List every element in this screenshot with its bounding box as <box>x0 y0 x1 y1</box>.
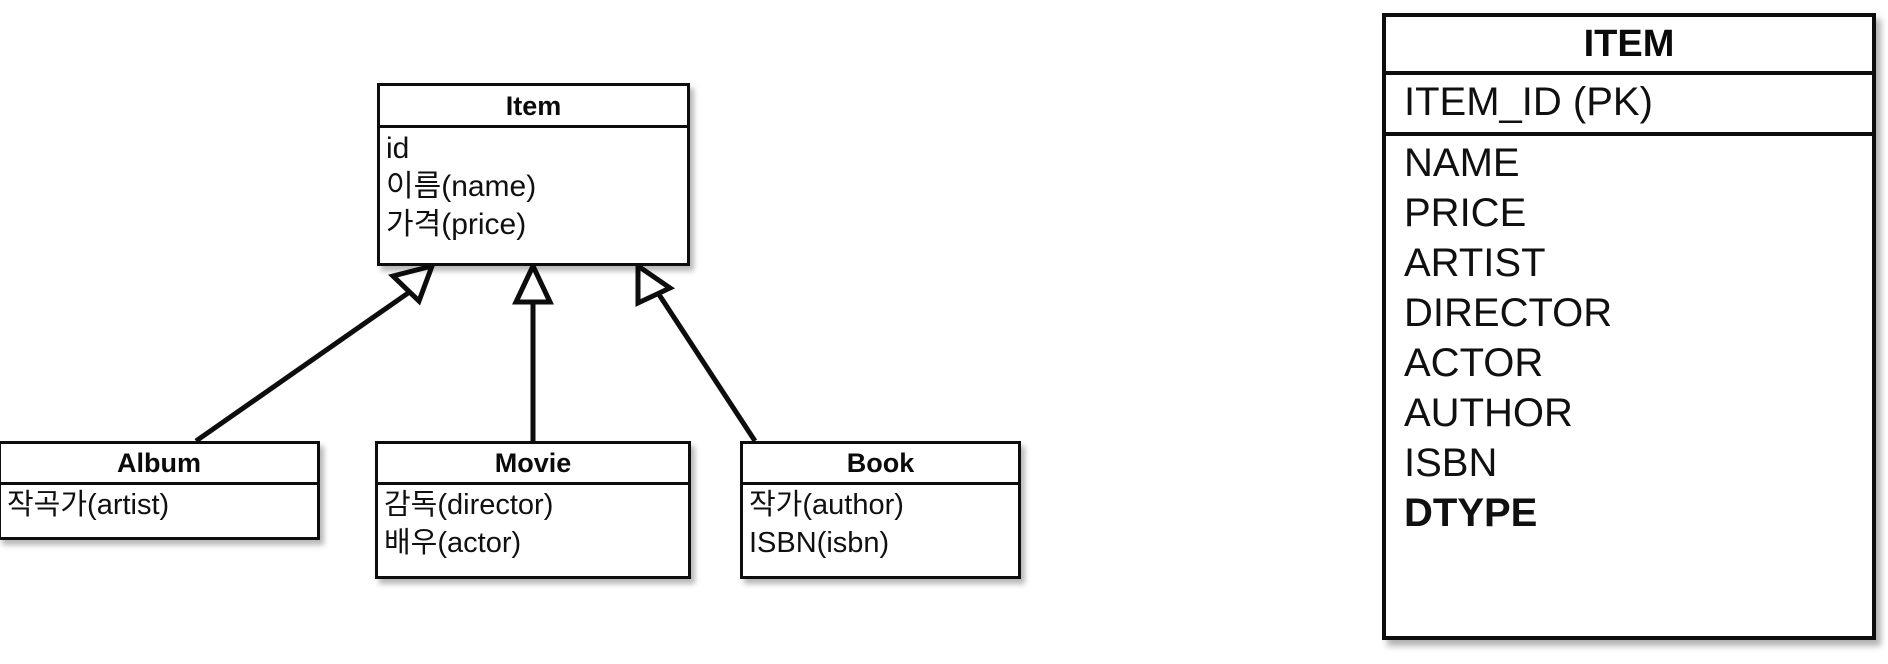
db-primary-key: ITEM_ID (PK) <box>1404 80 1653 124</box>
uml-class-movie-attributes: 감독(director) 배우(actor) <box>378 485 688 562</box>
uml-attribute: 배우(actor) <box>384 527 522 559</box>
uml-class-album-title: Album <box>1 444 317 485</box>
uml-class-item-attributes: id 이름(name) 가격(price) <box>380 128 687 244</box>
db-column: DIRECTOR <box>1404 291 1613 335</box>
db-table-name: ITEM <box>1386 17 1872 75</box>
db-column: ISBN <box>1404 441 1498 485</box>
generalization-line-book <box>655 291 758 443</box>
db-column-discriminator: DTYPE <box>1404 491 1538 535</box>
generalization-line-album <box>194 288 413 444</box>
uml-attribute: 작곡가(artist) <box>7 489 170 521</box>
uml-class-movie[interactable]: Movie 감독(director) 배우(actor) <box>375 441 691 579</box>
generalization-arrowhead-movie <box>512 260 554 305</box>
uml-attribute: 이름(name) <box>386 170 537 203</box>
db-column: AUTHOR <box>1404 391 1573 435</box>
uml-attribute: ISBN(isbn) <box>749 527 890 559</box>
uml-attribute: id <box>386 132 410 165</box>
uml-attribute: 가격(price) <box>386 208 527 241</box>
uml-class-movie-title: Movie <box>378 444 688 485</box>
db-column: NAME <box>1404 141 1520 185</box>
uml-class-album-attributes: 작곡가(artist) <box>1 485 317 524</box>
db-column-list: NAME PRICE ARTIST DIRECTOR ACTOR AUTHOR … <box>1386 136 1872 538</box>
uml-class-book[interactable]: Book 작가(author) ISBN(isbn) <box>740 441 1021 579</box>
uml-class-item[interactable]: Item id 이름(name) 가격(price) <box>377 83 690 266</box>
db-column: ARTIST <box>1404 241 1546 285</box>
uml-class-item-title: Item <box>380 86 687 128</box>
generalization-arrowhead-album <box>388 262 437 306</box>
uml-class-book-attributes: 작가(author) ISBN(isbn) <box>743 485 1018 562</box>
uml-attribute: 감독(director) <box>384 489 554 521</box>
generalization-arrowhead-book <box>635 261 676 307</box>
uml-class-book-title: Book <box>743 444 1018 485</box>
db-column: PRICE <box>1404 191 1527 235</box>
uml-class-album[interactable]: Album 작곡가(artist) <box>0 441 320 540</box>
db-table-item[interactable]: ITEM ITEM_ID (PK) NAME PRICE ARTIST DIRE… <box>1382 13 1876 640</box>
db-primary-key-section: ITEM_ID (PK) <box>1386 75 1872 136</box>
db-column: ACTOR <box>1404 341 1544 385</box>
uml-attribute: 작가(author) <box>749 489 904 521</box>
